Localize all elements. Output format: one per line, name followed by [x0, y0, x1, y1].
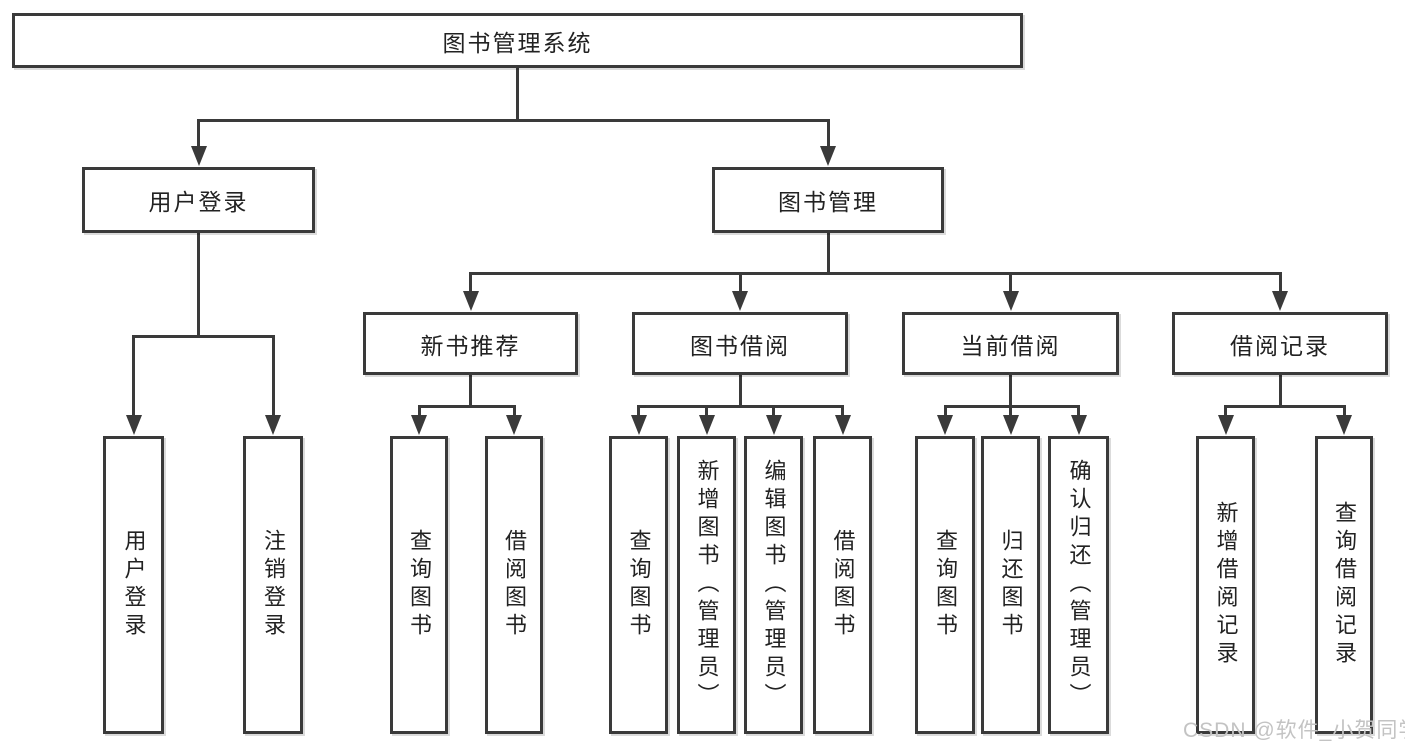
node-label-leaf-query-book-b: 查询图书	[626, 529, 652, 641]
connector-line	[417, 405, 421, 417]
arrowhead-down-icon	[1002, 415, 1019, 435]
connector-line	[132, 335, 275, 338]
arrowhead-down-icon	[820, 146, 836, 166]
connector-line	[1342, 405, 1346, 417]
node-book-borrow: 图书借阅	[632, 312, 848, 375]
node-label-leaf-edit-book: 编辑图书（管理员）	[761, 459, 787, 711]
connector-line	[1224, 405, 1346, 408]
node-label-book-mgmt: 图书管理	[778, 189, 878, 215]
node-label-new-book-rec: 新书推荐	[420, 332, 521, 359]
connector-line	[271, 335, 275, 417]
csdn-watermark: CSDN @软件_小贺同学	[1183, 719, 1405, 742]
connector-line	[1224, 405, 1227, 417]
connector-line	[772, 405, 775, 417]
node-leaf-user-login: 用户登录	[103, 436, 164, 734]
node-label-leaf-query-borrow-record: 查询借阅记录	[1332, 501, 1357, 669]
node-leaf-confirm-return: 确认归还（管理员）	[1048, 436, 1109, 734]
node-leaf-query-borrow-record: 查询借阅记录	[1315, 436, 1373, 734]
node-label-leaf-borrow-book-a: 借阅图书	[502, 529, 527, 641]
node-root: 图书管理系统	[12, 13, 1023, 68]
arrowhead-down-icon	[190, 146, 207, 166]
connector-line	[417, 405, 516, 408]
connector-line	[1278, 375, 1282, 408]
node-leaf-add-borrow-record: 新增借阅记录	[1196, 436, 1255, 734]
connector-line	[1009, 375, 1012, 408]
arrowhead-down-icon	[937, 415, 953, 435]
connector-line	[1009, 272, 1012, 293]
connector-line	[637, 405, 640, 417]
connector-line	[1077, 405, 1080, 417]
connector-line	[841, 405, 844, 417]
node-label-current-borrow: 当前借阅	[960, 332, 1061, 359]
node-leaf-add-book: 新增图书（管理员）	[677, 436, 736, 734]
node-leaf-borrow-book-a: 借阅图书	[485, 436, 543, 734]
arrowhead-down-icon	[125, 415, 142, 435]
connector-line	[132, 335, 135, 417]
node-label-borrow-records: 借阅记录	[1230, 332, 1330, 359]
connector-line	[705, 405, 708, 417]
connector-line	[826, 233, 830, 275]
connector-line	[469, 272, 1282, 275]
connector-line	[637, 405, 844, 408]
connector-line	[1009, 405, 1012, 417]
arrowhead-down-icon	[698, 415, 715, 435]
node-label-leaf-user-login: 用户登录	[121, 529, 147, 641]
arrowhead-down-icon	[732, 291, 748, 311]
node-leaf-query-book-a: 查询图书	[390, 436, 448, 734]
node-leaf-return-book: 归还图书	[981, 436, 1040, 734]
arrowhead-down-icon	[462, 291, 479, 311]
node-label-leaf-borrow-book-b: 借阅图书	[830, 529, 856, 641]
node-label-leaf-add-book: 新增图书（管理员）	[694, 459, 720, 711]
connector-line	[738, 375, 742, 408]
connector-line	[469, 272, 472, 293]
node-label-book-borrow: 图书借阅	[690, 332, 790, 359]
connector-line	[943, 405, 947, 417]
connector-line	[469, 375, 472, 408]
arrowhead-down-icon	[265, 415, 281, 435]
connector-line	[738, 272, 742, 293]
connector-line	[826, 119, 830, 148]
arrowhead-down-icon	[506, 415, 522, 435]
arrowhead-down-icon	[630, 415, 647, 435]
node-label-leaf-confirm-return: 确认归还（管理员）	[1066, 459, 1092, 711]
connector-line	[1278, 272, 1282, 293]
node-label-leaf-add-borrow-record: 新增借阅记录	[1213, 501, 1239, 669]
connector-line	[516, 68, 519, 122]
node-user-login: 用户登录	[82, 167, 315, 233]
arrowhead-down-icon	[1217, 415, 1234, 435]
connector-line	[512, 405, 516, 417]
connector-line	[197, 233, 200, 338]
node-label-leaf-return-book: 归还图书	[998, 529, 1024, 641]
node-label-leaf-logout: 注销登录	[261, 529, 286, 641]
arrowhead-down-icon	[411, 415, 427, 435]
node-borrow-records: 借阅记录	[1172, 312, 1388, 375]
node-leaf-edit-book: 编辑图书（管理员）	[744, 436, 803, 734]
connector-line	[197, 119, 200, 148]
node-leaf-query-book-c: 查询图书	[915, 436, 975, 734]
node-book-mgmt: 图书管理	[712, 167, 944, 233]
node-label-leaf-query-book-a: 查询图书	[407, 529, 432, 641]
node-new-book-rec: 新书推荐	[363, 312, 578, 375]
node-label-root: 图书管理系统	[442, 29, 593, 56]
connector-line	[197, 119, 830, 122]
node-label-user-login: 用户登录	[148, 189, 249, 215]
arrowhead-down-icon	[765, 415, 782, 435]
arrowhead-down-icon	[1002, 291, 1019, 311]
arrowhead-down-icon	[834, 415, 851, 435]
arrowhead-down-icon	[1272, 291, 1288, 311]
arrowhead-down-icon	[1336, 415, 1352, 435]
node-label-leaf-query-book-c: 查询图书	[933, 529, 958, 641]
node-current-borrow: 当前借阅	[902, 312, 1119, 375]
node-leaf-query-book-b: 查询图书	[609, 436, 668, 734]
arrowhead-down-icon	[1070, 415, 1087, 435]
node-leaf-logout: 注销登录	[243, 436, 303, 734]
node-leaf-borrow-book-b: 借阅图书	[813, 436, 872, 734]
